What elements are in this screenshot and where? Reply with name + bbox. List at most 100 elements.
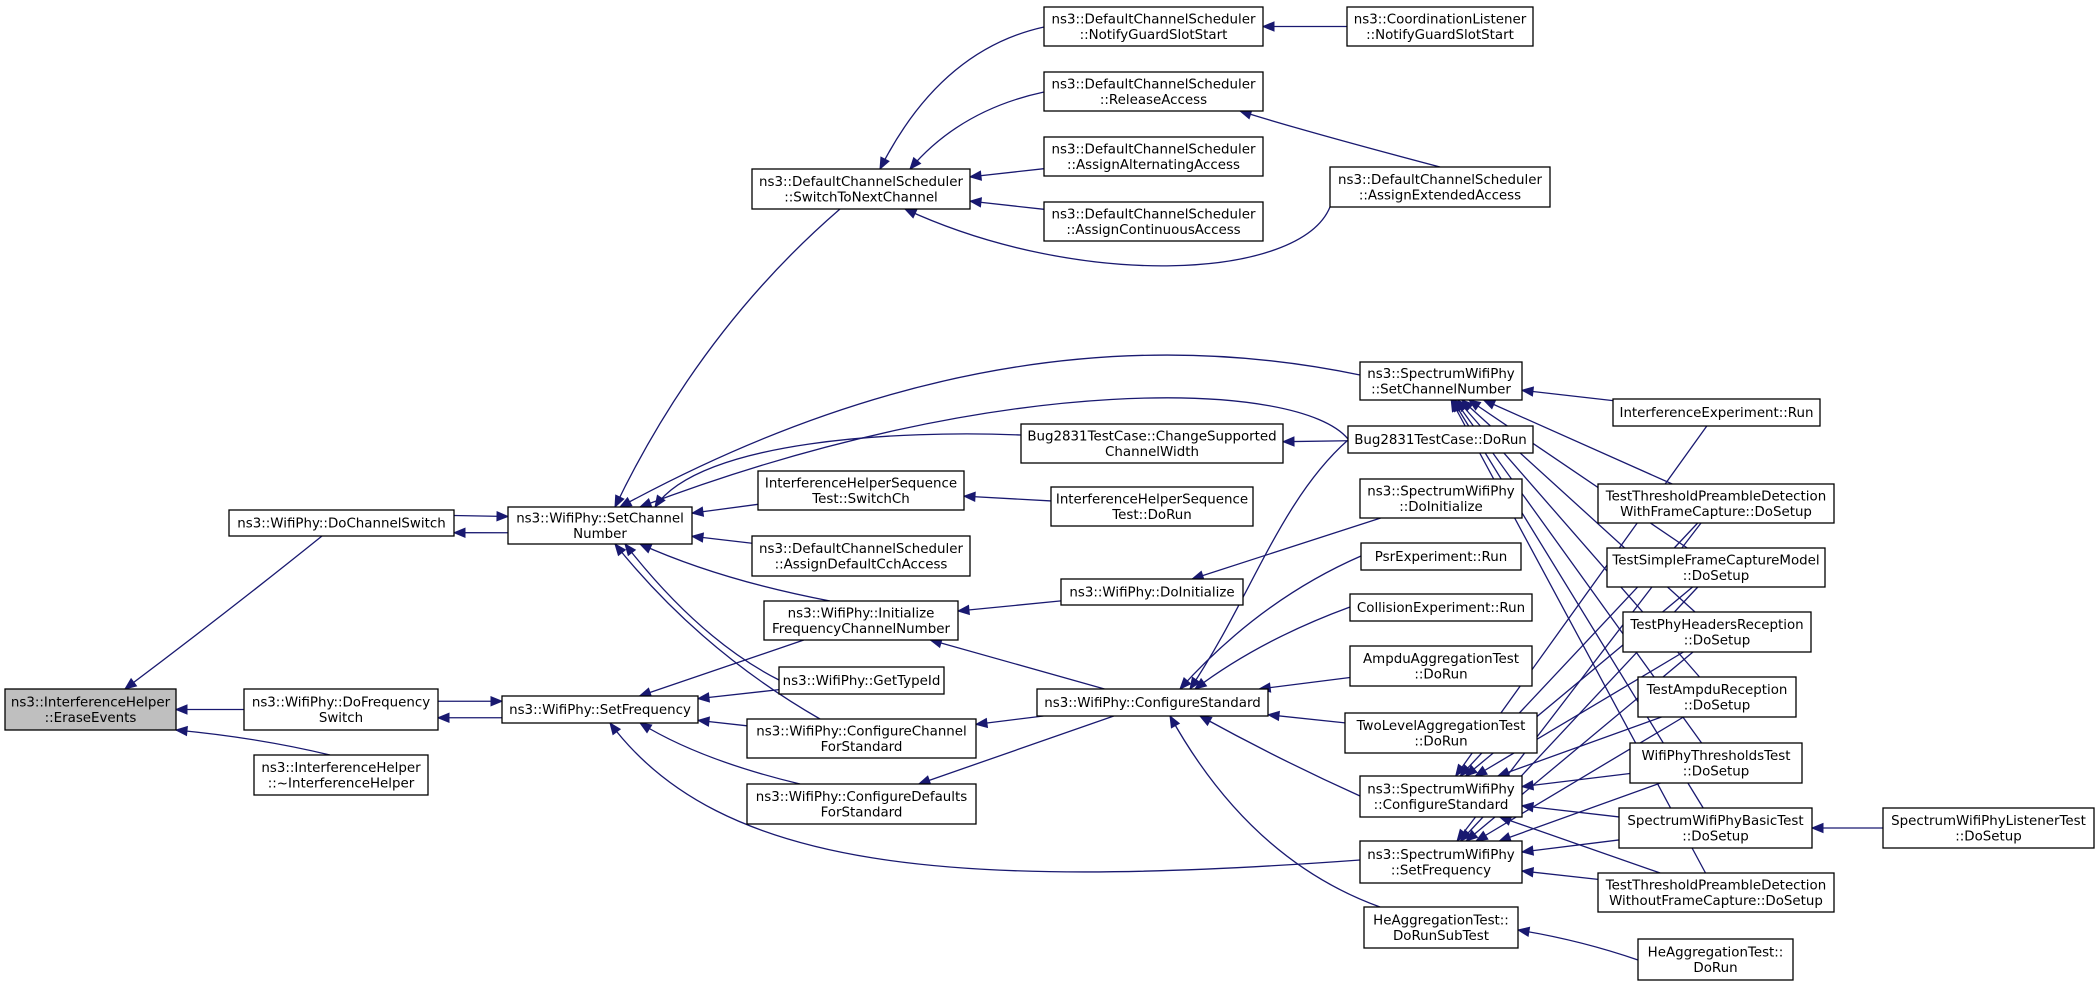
- node-label-line: TestAmpduReception: [1646, 683, 1788, 698]
- node-label-line: ChannelWidth: [1105, 445, 1199, 460]
- graph-node-setchnum[interactable]: ns3::WifiPhy::SetChannelNumber: [507, 506, 693, 545]
- node-label-line: ns3::SpectrumWifiPhy: [1367, 782, 1515, 797]
- node-box: [1349, 645, 1533, 687]
- node-label-line: Bug2831TestCase::ChangeSupported: [1027, 429, 1276, 444]
- edge-wpthresh-to-sw_setfreq: [1499, 782, 1661, 842]
- graph-node-gettypeid[interactable]: ns3::WifiPhy::GetTypeId: [778, 666, 945, 695]
- node-box: [1359, 478, 1523, 519]
- node-label-line: ns3::SpectrumWifiPhy: [1367, 367, 1515, 382]
- graph-node-ttpd_without[interactable]: TestThresholdPreambleDetectionWithoutFra…: [1597, 872, 1835, 913]
- node-label-line: ::NotifyGuardSlotStart: [1366, 28, 1514, 43]
- node-label-line: WithFrameCapture::DoSetup: [1620, 505, 1812, 520]
- node-label-line: ::AssignContinuousAccess: [1066, 223, 1240, 238]
- edge-bugrun-to-confstd: [1189, 439, 1349, 690]
- edge-assignalt-to-switchnext-arrowhead: [968, 170, 983, 181]
- edge-assigndefcch-to-setchnum-arrowhead: [690, 532, 705, 543]
- graph-node-assignalt[interactable]: ns3::DefaultChannelScheduler::AssignAlte…: [1043, 136, 1264, 177]
- graph-node-confchan[interactable]: ns3::WifiPhy::ConfigureChannelForStandar…: [746, 718, 977, 759]
- node-label-line: ns3::WifiPhy::ConfigureDefaults: [756, 790, 967, 805]
- graph-node-interfexp[interactable]: InterferenceExperiment::Run: [1612, 398, 1821, 427]
- graph-node-wpthresh[interactable]: WifiPhyThresholdsTest::DoSetup: [1629, 742, 1803, 784]
- graph-node-confstd[interactable]: ns3::WifiPhy::ConfigureStandard: [1036, 688, 1269, 717]
- edge-wpthresh-to-sw_confstd: [1521, 772, 1631, 788]
- edge-ihseqrun-to-ihseqswitch-arrowhead: [962, 491, 976, 503]
- edge-notifyguard-to-switchnext: [879, 26, 1045, 170]
- graph-node-sw_confstd[interactable]: ns3::SpectrumWifiPhy::ConfigureStandard: [1359, 775, 1523, 818]
- edge-heaggsub-to-confstd: [1169, 715, 1381, 908]
- node-box: [1043, 136, 1264, 177]
- node-label-line: ForStandard: [821, 740, 903, 755]
- node-box: [1347, 425, 1534, 454]
- node-label-line: ns3::DefaultChannelScheduler: [1338, 173, 1542, 188]
- edge-bugrun-to-bugchange-arrowhead: [1281, 436, 1295, 447]
- graph-node-initfreqch[interactable]: ns3::WifiPhy::InitializeFrequencyChannel…: [763, 600, 959, 641]
- graph-node-ampduagg[interactable]: AmpduAggregationTest::DoRun: [1349, 645, 1533, 687]
- edge-heaggsub-to-confstd-arrowhead: [1169, 714, 1181, 729]
- edge-confstd-to-confchan-arrowhead: [974, 717, 989, 729]
- edge-psr-to-confstd: [1179, 555, 1362, 690]
- graph-node-setfreq[interactable]: ns3::WifiPhy::SetFrequency: [501, 695, 699, 724]
- node-box: [1020, 423, 1284, 464]
- edge-doinit-to-initfreqch-arrowhead: [956, 604, 970, 616]
- node-label-line: ns3::InterferenceHelper: [11, 695, 171, 710]
- edge-release-to-switchnext: [909, 91, 1045, 170]
- edge-sw_setfreq-to-setfreq-arrowhead: [609, 721, 622, 736]
- graph-node-swbasic[interactable]: SpectrumWifiPhyBasicTest::DoSetup: [1618, 807, 1813, 849]
- graph-node-ihdtor[interactable]: ns3::InterferenceHelper::~InterferenceHe…: [253, 754, 429, 796]
- graph-node-bugrun[interactable]: Bug2831TestCase::DoRun: [1347, 425, 1534, 454]
- graph-node-assigndefcch[interactable]: ns3::DefaultChannelScheduler::AssignDefa…: [751, 535, 971, 577]
- graph-node-assigncont[interactable]: ns3::DefaultChannelScheduler::AssignCont…: [1043, 201, 1264, 242]
- graph-node-tsfcm[interactable]: TestSimpleFrameCaptureModel::DoSetup: [1606, 547, 1826, 588]
- graph-node-sw_setchnum[interactable]: ns3::SpectrumWifiPhy::SetChannelNumber: [1359, 361, 1523, 401]
- edge-gettypeid-to-setfreq-arrowhead: [696, 692, 711, 703]
- edge-sw_confstd-to-confstd-arrowhead: [1198, 715, 1213, 727]
- node-label-line: ns3::DefaultChannelScheduler: [1052, 207, 1256, 222]
- graph-node-psr[interactable]: PsrExperiment::Run: [1360, 542, 1522, 571]
- node-label-line: PsrExperiment::Run: [1375, 550, 1507, 565]
- edge-assignext-to-switchnext-arrowhead: [903, 208, 918, 219]
- graph-node-root[interactable]: ns3::InterferenceHelper::EraseEvents: [4, 688, 177, 731]
- graph-node-assignext[interactable]: ns3::DefaultChannelScheduler::AssignExte…: [1329, 166, 1551, 208]
- graph-node-confdef[interactable]: ns3::WifiPhy::ConfigureDefaultsForStanda…: [746, 783, 977, 825]
- node-label-line: ::DoSetup: [1684, 633, 1751, 648]
- edge-ampduagg-to-confstd: [1259, 676, 1351, 690]
- edge-gettypeid-to-setchnum: [624, 543, 780, 681]
- node-label-line: ns3::DefaultChannelScheduler: [1052, 77, 1256, 92]
- edge-confchan-to-setfreq-arrowhead: [696, 716, 711, 727]
- node-box: [1597, 483, 1835, 524]
- graph-node-tphr[interactable]: TestPhyHeadersReception::DoSetup: [1622, 611, 1812, 653]
- node-label-line: TestSimpleFrameCaptureModel: [1611, 553, 1819, 568]
- graph-node-ttpd_with[interactable]: TestThresholdPreambleDetectionWithFrameC…: [1597, 483, 1835, 524]
- graph-node-heaggrun[interactable]: HeAggregationTest::DoRun: [1637, 938, 1794, 981]
- node-box: [751, 535, 971, 577]
- edge-heaggrun-to-heaggsub: [1517, 929, 1639, 961]
- graph-node-sw_doinit[interactable]: ns3::SpectrumWifiPhy::DoInitialize: [1359, 478, 1523, 519]
- node-box: [1359, 775, 1523, 818]
- node-label-line: TwoLevelAggregationTest: [1356, 719, 1526, 734]
- node-label-line: ns3::WifiPhy::DoFrequency: [252, 695, 430, 710]
- edge-ttpd_with-to-sw_confstd-arrowhead: [1459, 764, 1472, 777]
- graph-node-coordnotify[interactable]: ns3::CoordinationListener::NotifyGuardSl…: [1346, 6, 1534, 47]
- edge-assignalt-to-switchnext: [969, 168, 1045, 178]
- graph-node-swlistener[interactable]: SpectrumWifiPhyListenerTest::DoSetup: [1882, 807, 2095, 849]
- graph-node-dochsw[interactable]: ns3::WifiPhy::DoChannelSwitch: [228, 509, 455, 537]
- node-box: [746, 783, 977, 825]
- graph-node-notifyguard[interactable]: ns3::DefaultChannelScheduler::NotifyGuar…: [1043, 6, 1264, 47]
- node-label-line: ns3::WifiPhy::Initialize: [788, 606, 935, 621]
- node-label-line: ns3::WifiPhy::ConfigureStandard: [1044, 696, 1260, 711]
- graph-node-twolevel[interactable]: TwoLevelAggregationTest::DoRun: [1344, 712, 1538, 754]
- graph-node-heaggsub[interactable]: HeAggregationTest::DoRunSubTest: [1363, 906, 1519, 949]
- graph-node-release[interactable]: ns3::DefaultChannelScheduler::ReleaseAcc…: [1043, 71, 1264, 112]
- graph-node-collision[interactable]: CollisionExperiment::Run: [1349, 593, 1533, 622]
- node-label-line: ::AssignExtendedAccess: [1359, 188, 1521, 203]
- graph-node-tampdu[interactable]: TestAmpduReception::DoSetup: [1637, 676, 1797, 718]
- graph-node-doinit[interactable]: ns3::WifiPhy::DoInitialize: [1060, 578, 1244, 606]
- graph-node-sw_setfreq[interactable]: ns3::SpectrumWifiPhy::SetFrequency: [1359, 840, 1523, 884]
- graph-node-switchnext[interactable]: ns3::DefaultChannelScheduler::SwitchToNe…: [751, 168, 971, 210]
- node-box: [1349, 593, 1533, 622]
- graph-node-bugchange[interactable]: Bug2831TestCase::ChangeSupportedChannelW…: [1020, 423, 1284, 464]
- node-label-line: Bug2831TestCase::DoRun: [1354, 433, 1527, 448]
